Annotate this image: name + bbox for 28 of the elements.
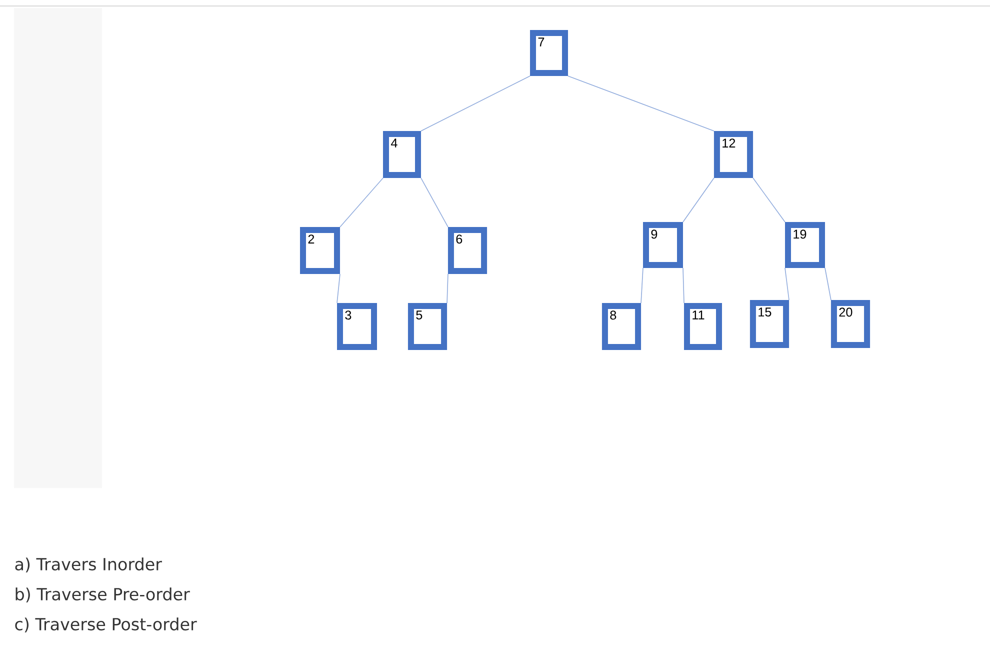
- number-box: 9: [643, 222, 683, 268]
- connector-line: [336, 274, 340, 304]
- connector-line: [682, 178, 714, 222]
- number-box: 3: [337, 302, 377, 350]
- number-box: 19: [785, 222, 825, 268]
- number-box: 7: [530, 30, 568, 76]
- question-text: c) Traverse Post-order: [15, 618, 197, 632]
- connector-line: [446, 274, 448, 304]
- number-box: 8: [602, 302, 642, 350]
- number-box: 4: [383, 130, 421, 178]
- connector-line: [340, 178, 384, 228]
- connector-line: [420, 178, 448, 228]
- number-box: 15: [750, 300, 790, 348]
- connector-line: [640, 268, 644, 304]
- number-box: 5: [408, 302, 448, 350]
- connector-line: [784, 268, 790, 300]
- connector-line: [568, 76, 714, 132]
- number-box: 6: [448, 226, 488, 274]
- question-text: a) Travers Inorder: [15, 558, 162, 572]
- connector-line: [420, 76, 530, 132]
- connector-line: [752, 178, 786, 222]
- number-box: 2: [300, 226, 340, 274]
- number-box: 20: [830, 300, 870, 348]
- connector-line: [682, 268, 684, 304]
- question-text: b) Traverse Pre-order: [16, 588, 190, 602]
- number-box: 11: [684, 302, 722, 350]
- connector-line: [824, 268, 832, 300]
- number-box: 12: [714, 130, 754, 178]
